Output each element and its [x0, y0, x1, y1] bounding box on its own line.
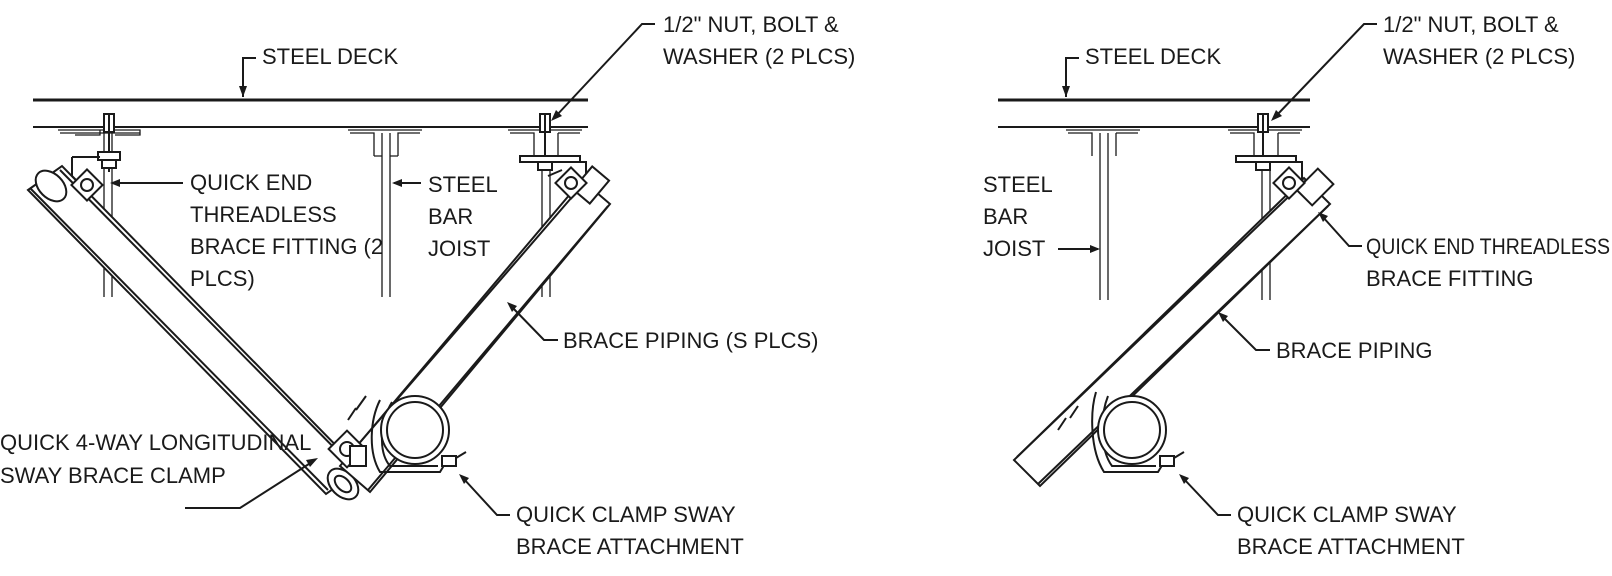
left-bolt-2	[519, 113, 581, 171]
left-bolt-1	[97, 113, 121, 172]
right-bolt	[1235, 113, 1297, 171]
left-label-four-way-line1: QUICK 4-WAY LONGITUDINAL	[0, 430, 311, 455]
left-detail: STEEL DECK 1/2" NUT, BOLT & WASHER (2 PL…	[0, 12, 855, 559]
left-steel-deck	[33, 98, 588, 128]
left-leader-nut-bolt	[555, 23, 655, 117]
right-label-nut-bolt-line1: 1/2" NUT, BOLT &	[1383, 12, 1559, 37]
left-four-way-clamp	[327, 429, 367, 469]
left-label-clamp-attachment-line2: BRACE ATTACHMENT	[516, 534, 744, 559]
left-label-quick-end-line1: QUICK END	[190, 170, 312, 195]
right-label-clamp-attachment-line2: BRACE ATTACHMENT	[1237, 534, 1465, 559]
right-bar-joist-1	[1066, 129, 1140, 300]
left-label-quick-end-line4: PLCS)	[190, 266, 255, 291]
left-bar-joist-2	[348, 129, 422, 297]
right-leader-brace-piping	[1221, 315, 1270, 351]
left-label-quick-end-line2: THREADLESS	[190, 202, 337, 227]
right-label-joist-line3: JOIST	[983, 236, 1045, 261]
left-sway-brace-attachment	[347, 395, 467, 473]
right-label-joist-line2: BAR	[983, 204, 1028, 229]
right-leader-clamp-attachment	[1182, 477, 1231, 516]
left-label-joist-line2: BAR	[428, 204, 473, 229]
right-label-steel-deck: STEEL DECK	[1085, 44, 1221, 69]
right-brace-pipe	[1012, 167, 1335, 488]
right-quick-end-fitting	[1272, 166, 1306, 200]
left-label-joist-line3: JOIST	[428, 236, 490, 261]
left-label-nut-bolt-line1: 1/2" NUT, BOLT &	[663, 12, 839, 37]
right-label-clamp-attachment-line1: QUICK CLAMP SWAY	[1237, 502, 1457, 527]
right-leader-quick-end	[1321, 215, 1362, 247]
left-leader-four-way	[185, 461, 313, 509]
right-leader-nut-bolt	[1275, 23, 1377, 117]
left-quick-end-fitting-2	[554, 166, 588, 200]
right-leader-steel-deck	[1065, 57, 1079, 97]
left-label-quick-end-line3: BRACE FITTING (2	[190, 234, 383, 259]
left-leader-steel-deck	[242, 57, 256, 97]
right-label-brace-piping: BRACE PIPING	[1276, 338, 1432, 363]
left-label-four-way-line2: SWAY BRACE CLAMP	[0, 463, 226, 488]
right-label-quick-end-line2: BRACE FITTING	[1366, 266, 1533, 291]
right-label-joist-line1: STEEL	[983, 172, 1053, 197]
right-sway-brace-attachment	[1057, 391, 1185, 473]
left-leader-clamp-attachment	[462, 477, 510, 516]
right-label-quick-end-line1: QUICK END THREADLESS	[1366, 234, 1610, 259]
left-label-nut-bolt-line2: WASHER (2 PLCS)	[663, 44, 855, 69]
left-leader-brace-piping	[510, 305, 558, 341]
left-quick-end-fitting-1	[70, 168, 104, 202]
left-label-steel-deck: STEEL DECK	[262, 44, 398, 69]
right-detail: STEEL DECK 1/2" NUT, BOLT & WASHER (2 PL…	[983, 12, 1610, 559]
left-label-joist-line1: STEEL	[428, 172, 498, 197]
left-label-clamp-attachment-line1: QUICK CLAMP SWAY	[516, 502, 736, 527]
right-label-nut-bolt-line2: WASHER (2 PLCS)	[1383, 44, 1575, 69]
left-label-brace-piping: BRACE PIPING (S PLCS)	[563, 328, 819, 353]
right-bracket	[1296, 161, 1303, 180]
